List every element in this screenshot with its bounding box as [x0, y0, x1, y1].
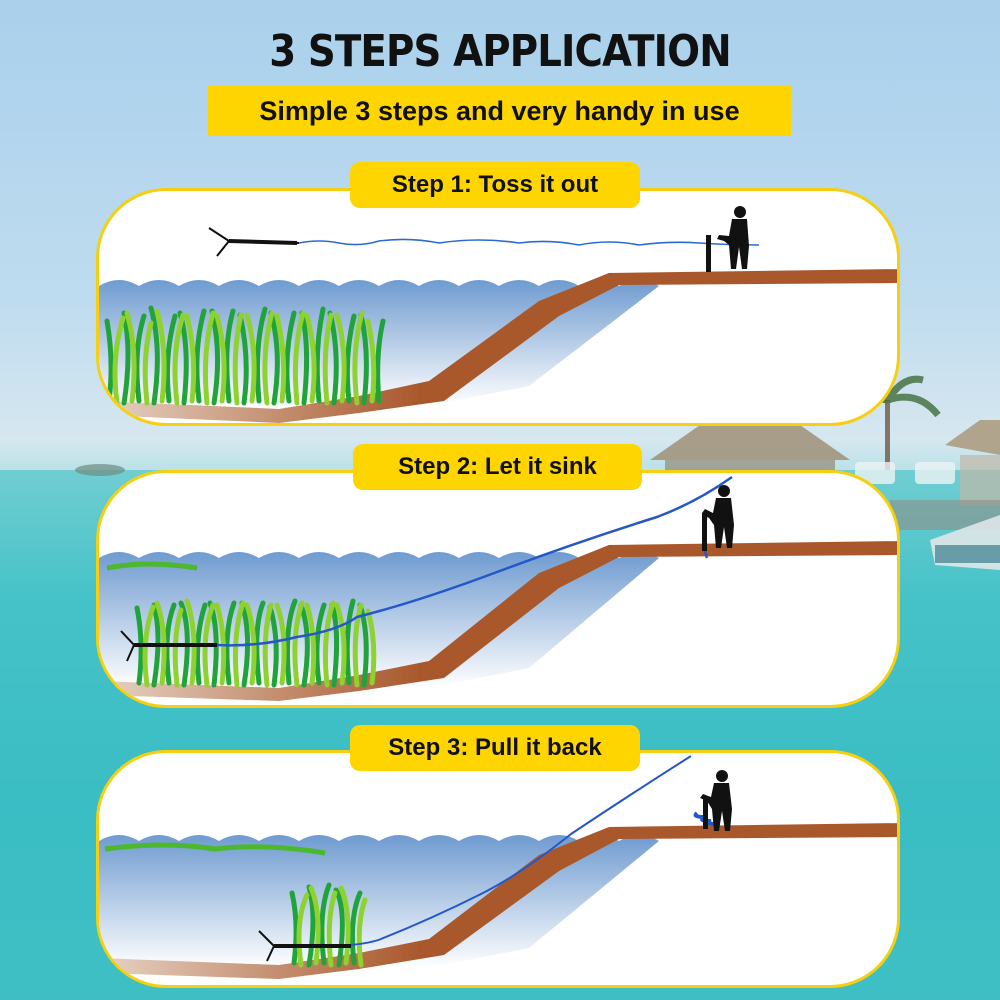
weeds: [104, 305, 386, 406]
step-3-label: Step 3: Pull it back: [350, 725, 640, 771]
person-silhouette: [700, 770, 732, 831]
rope: [350, 755, 692, 946]
rake-icon: [120, 630, 217, 662]
weeds: [289, 882, 368, 968]
rake-icon: [208, 227, 300, 257]
floating-weeds: [106, 561, 198, 571]
step-1-illustration: [99, 206, 897, 423]
rope: [298, 238, 760, 246]
water: [99, 552, 659, 688]
floating-weeds: [104, 842, 326, 856]
step-2-panel: [96, 470, 900, 708]
seabed: [99, 269, 897, 423]
water: [99, 835, 659, 968]
seabed: [99, 541, 897, 701]
step-3-illustration: [99, 755, 897, 979]
step-2-label: Step 2: Let it sink: [353, 444, 642, 490]
person-silhouette: [706, 206, 749, 272]
step-3-panel: [96, 750, 900, 988]
person-silhouette: [702, 485, 734, 551]
seabed: [99, 823, 897, 979]
step-1-panel: [96, 188, 900, 426]
subtitle-banner: Simple 3 steps and very handy in use: [208, 86, 791, 136]
rake-icon: [258, 930, 351, 962]
step-2-illustration: [99, 475, 897, 701]
page-title: 3 STEPS APPLICATION: [269, 26, 731, 77]
step-1-label: Step 1: Toss it out: [350, 162, 640, 208]
